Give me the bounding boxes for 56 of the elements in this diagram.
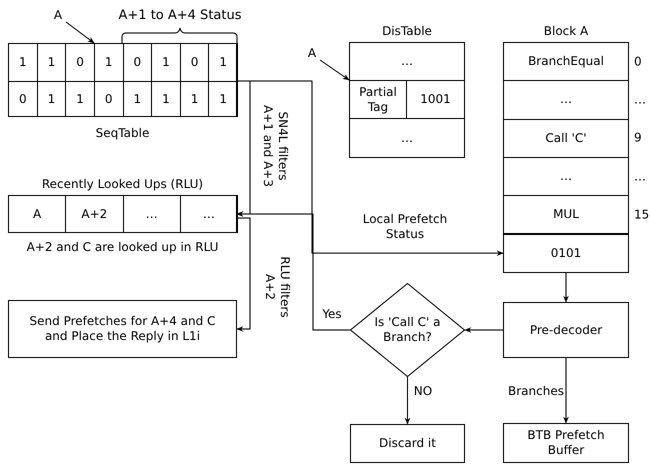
cell-text: 1 [75,92,85,106]
cell-text: A [32,206,42,222]
cell-text: … [559,169,573,184]
beside-text: 15 [634,207,650,222]
cell-text: 0101 [550,246,582,261]
pointer-label: A [304,44,320,62]
cell-text: 1 [18,55,28,70]
cell-text: MUL [552,207,580,222]
cell-text: 1 [218,55,228,70]
cell-text: 1 [104,55,114,70]
cell-text: Partial Tag [358,84,398,114]
cell-text: … [400,54,414,69]
table-title: Recently Looked Ups (RLU) [40,176,204,193]
table-title: DisTable [381,23,433,40]
arrow [66,22,95,44]
beside-text: … [634,169,646,184]
cell-text: 1 [161,92,171,106]
decision-text: Is 'Call C' a Branch? [374,315,442,345]
cell-text: … [559,92,573,108]
process-text: BTB Prefetch Buffer [526,428,606,458]
cell-text: 0 [104,92,114,106]
cell-text: 1 [132,92,142,106]
beside-text: A+2 and C are looked up in RLU [26,239,220,256]
cell-text: 0 [132,55,142,70]
arrow [404,376,410,425]
arrow [236,211,350,330]
cell-text: … [400,130,414,146]
cell-text: 1001 [419,92,452,107]
process-text: Send Prefetches for A+4 and C and Place the Reply in L1i [28,314,216,344]
beside-text: … [634,92,646,108]
beside-text: 9 [634,130,642,146]
arrow [563,358,569,424]
cell-text: BranchEqual [527,54,605,70]
pointer-label: A [50,6,66,24]
arrow [236,218,250,332]
brace-label: A+1 to A+4 Status [118,7,242,25]
cell-text: 1 [190,92,200,106]
cell-text: 0 [18,92,28,106]
cell-text: 1 [46,92,56,106]
beside-text: 0 [634,54,642,70]
process-text: Pre-decoder [528,322,604,338]
arrow [464,327,504,333]
cell-text: … [144,206,159,222]
cell-text: 1 [161,55,171,70]
cell-text: Call 'C' [544,130,588,146]
cell-text: A+2 [80,206,108,222]
table-title: SeqTable [94,125,150,142]
process-text: Discard it [378,436,437,451]
arrow [563,272,569,303]
arrow [320,60,350,80]
table-title: Block A [542,23,590,40]
cell-text: 0 [75,55,85,70]
cell-text: 1 [218,92,228,106]
cell-text: 1 [46,55,56,70]
cell-text: 0 [190,55,200,70]
cell-text: … [202,206,216,222]
